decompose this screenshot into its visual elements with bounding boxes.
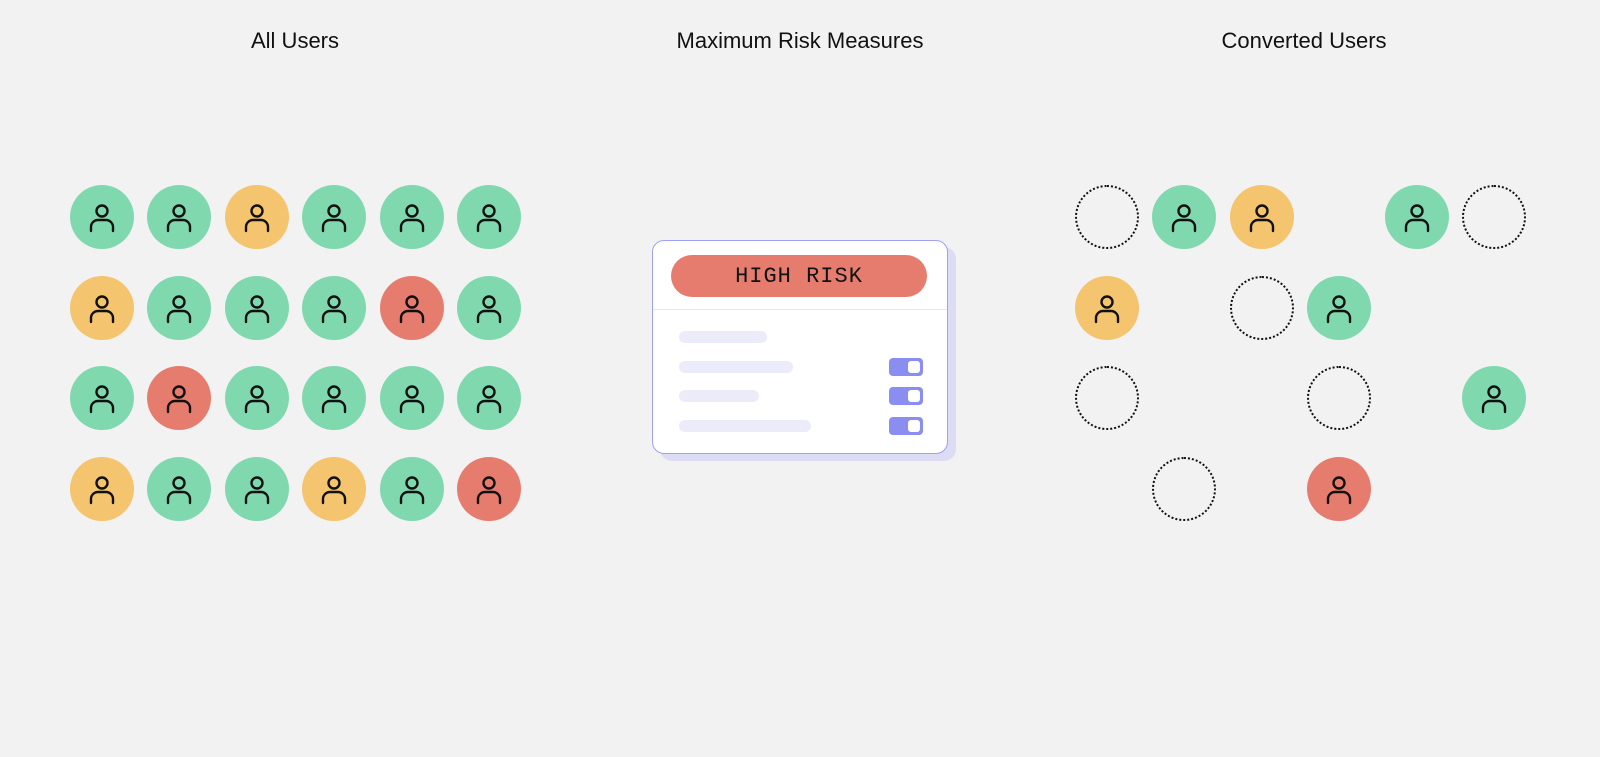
user-icon [1477, 381, 1511, 415]
toggle-knob [908, 390, 920, 402]
all-users-user-green [302, 275, 367, 340]
all-users-user-red [147, 366, 212, 431]
max-risk-title: Maximum Risk Measures [676, 28, 924, 53]
all-users-user-green [379, 456, 444, 521]
user-icon [1322, 472, 1356, 506]
high-risk-badge: HIGH RISK [671, 255, 927, 297]
user-icon [395, 472, 429, 506]
setting-bar [679, 331, 767, 343]
all-users-user-green [70, 366, 134, 431]
all-users-user-amber [224, 185, 289, 249]
setting-toggle[interactable] [889, 357, 923, 376]
all-users-user-green [224, 456, 289, 521]
all-users-user-green [457, 275, 521, 340]
all-users-user-green [147, 275, 212, 340]
converted-users-title: Converted Users [1221, 28, 1387, 53]
user-icon [240, 291, 274, 325]
all-users-user-green [302, 366, 367, 431]
user-icon [395, 381, 429, 415]
user-icon [395, 200, 429, 234]
converted-user-green [1307, 275, 1372, 340]
converted-user-red [1307, 456, 1372, 521]
user-icon [472, 291, 506, 325]
user-icon [162, 381, 196, 415]
all-users-user-green [379, 366, 444, 431]
user-icon [1090, 291, 1124, 325]
toggle-knob [908, 419, 920, 432]
user-icon [395, 291, 429, 325]
all-users-user-green [147, 185, 212, 249]
all-users-title: All Users [250, 28, 340, 53]
all-users-user-red [379, 275, 444, 340]
converted-empty-slot [1229, 275, 1294, 340]
all-users-user-green [70, 185, 134, 249]
user-icon [1400, 200, 1434, 234]
user-icon [85, 381, 119, 415]
card-divider [653, 309, 947, 310]
converted-empty-slot [1152, 456, 1217, 521]
all-users-user-green [302, 185, 367, 249]
converted-user-amber [1075, 275, 1139, 340]
converted-empty-slot [1075, 366, 1139, 431]
setting-bar [679, 419, 811, 432]
all-users-user-amber [302, 456, 367, 521]
all-users-user-green [147, 456, 212, 521]
user-icon [85, 291, 119, 325]
all-users-user-green [224, 275, 289, 340]
user-icon [472, 200, 506, 234]
user-icon [472, 381, 506, 415]
setting-bar [679, 360, 793, 373]
all-users-user-green [224, 366, 289, 431]
user-icon [85, 200, 119, 234]
user-icon [162, 472, 196, 506]
all-users-user-amber [70, 275, 134, 340]
converted-empty-slot [1462, 185, 1526, 249]
user-icon [85, 472, 119, 506]
user-icon [1322, 291, 1356, 325]
user-icon [162, 291, 196, 325]
converted-user-green [1384, 185, 1449, 249]
user-icon [240, 472, 274, 506]
user-icon [240, 200, 274, 234]
converted-empty-slot [1075, 185, 1139, 249]
user-icon [1245, 200, 1279, 234]
user-icon [317, 291, 351, 325]
all-users-user-green [379, 185, 444, 249]
user-icon [317, 381, 351, 415]
user-icon [472, 472, 506, 506]
all-users-user-amber [70, 456, 134, 521]
all-users-user-red [457, 456, 521, 521]
all-users-user-green [457, 366, 521, 431]
user-icon [317, 472, 351, 506]
converted-empty-slot [1307, 366, 1372, 431]
user-icon [1167, 200, 1201, 234]
converted-user-amber [1229, 185, 1294, 249]
converted-user-green [1152, 185, 1217, 249]
user-icon [317, 200, 351, 234]
all-users-user-green [457, 185, 521, 249]
converted-user-green [1462, 366, 1526, 431]
risk-card: HIGH RISK [652, 240, 948, 454]
setting-bar [679, 390, 759, 402]
toggle-knob [908, 360, 920, 373]
user-icon [240, 381, 274, 415]
user-icon [162, 200, 196, 234]
setting-toggle[interactable] [889, 387, 923, 405]
setting-toggle[interactable] [889, 416, 923, 435]
